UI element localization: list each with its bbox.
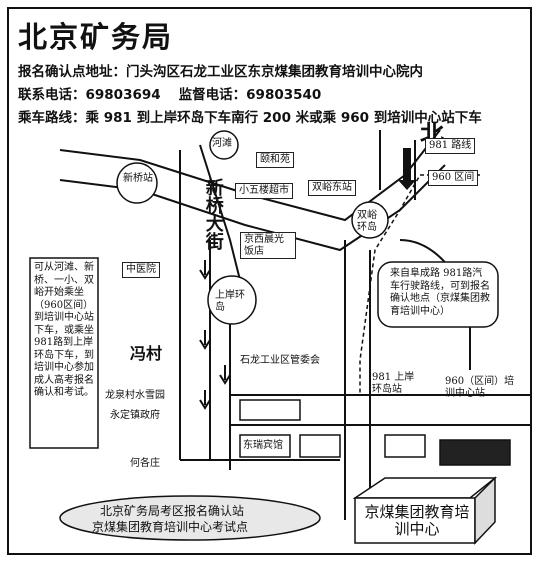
place-longquan: 龙泉村水雪园: [105, 390, 165, 401]
place-shuangyu-ring: 双峪环岛: [357, 210, 377, 233]
xinqiao-station: [116, 162, 158, 204]
page-title: 北京矿务局: [18, 20, 174, 54]
place-jingxi: 京西晨光饭店: [240, 232, 296, 259]
right-note: 来自阜成路 981路汽车行驶路线，可到报名确认地点（京煤集团教育培训中心）: [390, 268, 490, 317]
building-label: 京煤集团教育培训中心: [364, 503, 470, 539]
place-hegezhuang: 何各庄: [130, 458, 160, 469]
phone-line: 联系电话：69803694 监督电话：69803540: [18, 83, 321, 103]
place-xinqiao-street: 新桥大街: [202, 178, 224, 250]
place-xiaowu: 小五楼超市: [235, 183, 293, 199]
address-line: 报名确认点地址：门头沟区石龙工业区东京煤集团教育培训中心院内: [18, 64, 423, 80]
left-note: 可从河滩、新桥、一小、双峪开始乘坐（960区间）到培训中心站下车，或乘坐981路…: [34, 262, 94, 398]
place-981-stop: 981 上岸环岛站: [372, 372, 415, 395]
place-shangan-ring: 上岸环岛: [215, 290, 245, 313]
bus-960-label: 960 区间: [428, 170, 479, 186]
left-note-box: [29, 257, 99, 449]
place-xinqiao: 新桥站: [123, 173, 153, 184]
bus-981-label: 981 路线: [425, 138, 476, 154]
down-arrows: [199, 260, 231, 410]
place-shilong: 石龙工业区管委会: [240, 355, 320, 366]
callout-ellipse: [59, 495, 321, 541]
north-arrow-icon: [398, 148, 416, 190]
shangan-ring: [207, 275, 257, 325]
place-fengcun: 冯村: [130, 344, 163, 363]
right-note-box: [377, 261, 499, 328]
contact-phone: 联系电话：69803694: [18, 87, 161, 103]
hetan-circle: [209, 130, 239, 160]
callout-line1: 北京矿务局考区报名确认站: [100, 504, 245, 518]
place-hospital: 中医院: [122, 262, 160, 278]
building-icon: [352, 476, 498, 545]
supervise-phone: 监督电话：69803540: [178, 87, 322, 103]
place-hetan: 河滩: [212, 138, 232, 149]
place-shuangyu: 双峪东站: [308, 180, 356, 196]
route-line: 乘车路线：乘 981 到上岸环岛下车南行 200 米或乘 960 到培训中心站下…: [18, 110, 482, 126]
place-960-stop: 960（区间）培训中心站: [445, 376, 515, 399]
callout-line2: 京煤集团教育培训中心考试点: [92, 520, 249, 534]
place-hotel: 东瑞宾馆: [243, 440, 283, 451]
place-shanghai: 颐和苑: [256, 152, 294, 168]
map-frame: [7, 7, 532, 555]
place-yongding: 永定镇政府: [110, 410, 160, 421]
shuangyu-ring: [351, 201, 389, 239]
